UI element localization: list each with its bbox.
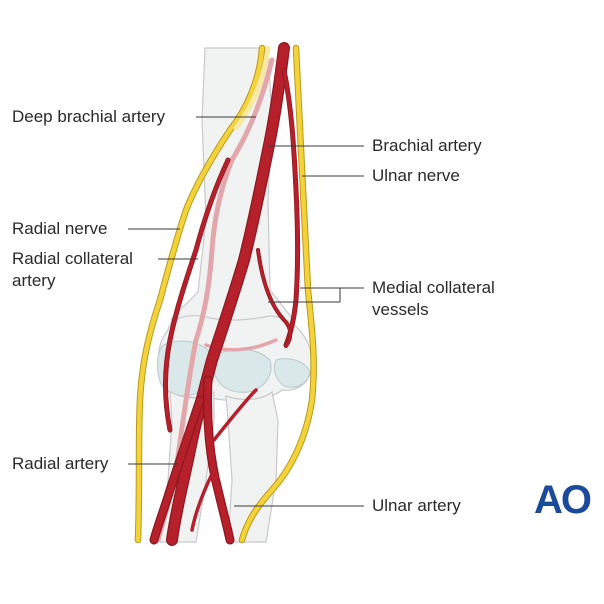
- radial-collateral-artery-fill: [163, 158, 230, 432]
- label-radial-artery: Radial artery: [12, 454, 109, 473]
- label-radial-collateral-artery: Radial collateral artery: [12, 249, 133, 290]
- brachial-artery-fill: [167, 43, 289, 545]
- label-radial-nerve: Radial nerve: [12, 219, 108, 238]
- label-brachial-artery: Brachial artery: [372, 136, 482, 155]
- ao-logo: AO: [534, 478, 592, 522]
- interosseous-branch: [190, 468, 216, 532]
- medial-epicondyle-cartilage: [273, 358, 311, 388]
- leader-medial-collateral: [268, 287, 364, 303]
- label-ulnar-artery: Ulnar artery: [372, 496, 461, 515]
- ulnar-nerve-fill: [239, 45, 316, 543]
- radial-nerve-fill: [135, 45, 265, 543]
- label-ulnar-nerve: Ulnar nerve: [372, 166, 460, 185]
- medial-collateral-fill: [256, 248, 292, 348]
- radial-nerve-upper-pale: [233, 45, 271, 131]
- label-deep-brachial-artery: Deep brachial artery: [12, 107, 166, 126]
- ulnar-artery-fill: [204, 376, 234, 544]
- superior-ulnar-collateral-fill: [282, 68, 300, 347]
- radial-artery-fill: [150, 396, 204, 544]
- ulnar-recurrent-branch: [212, 388, 258, 442]
- label-medial-collateral-vessels: Medial collateral vessels: [372, 278, 495, 319]
